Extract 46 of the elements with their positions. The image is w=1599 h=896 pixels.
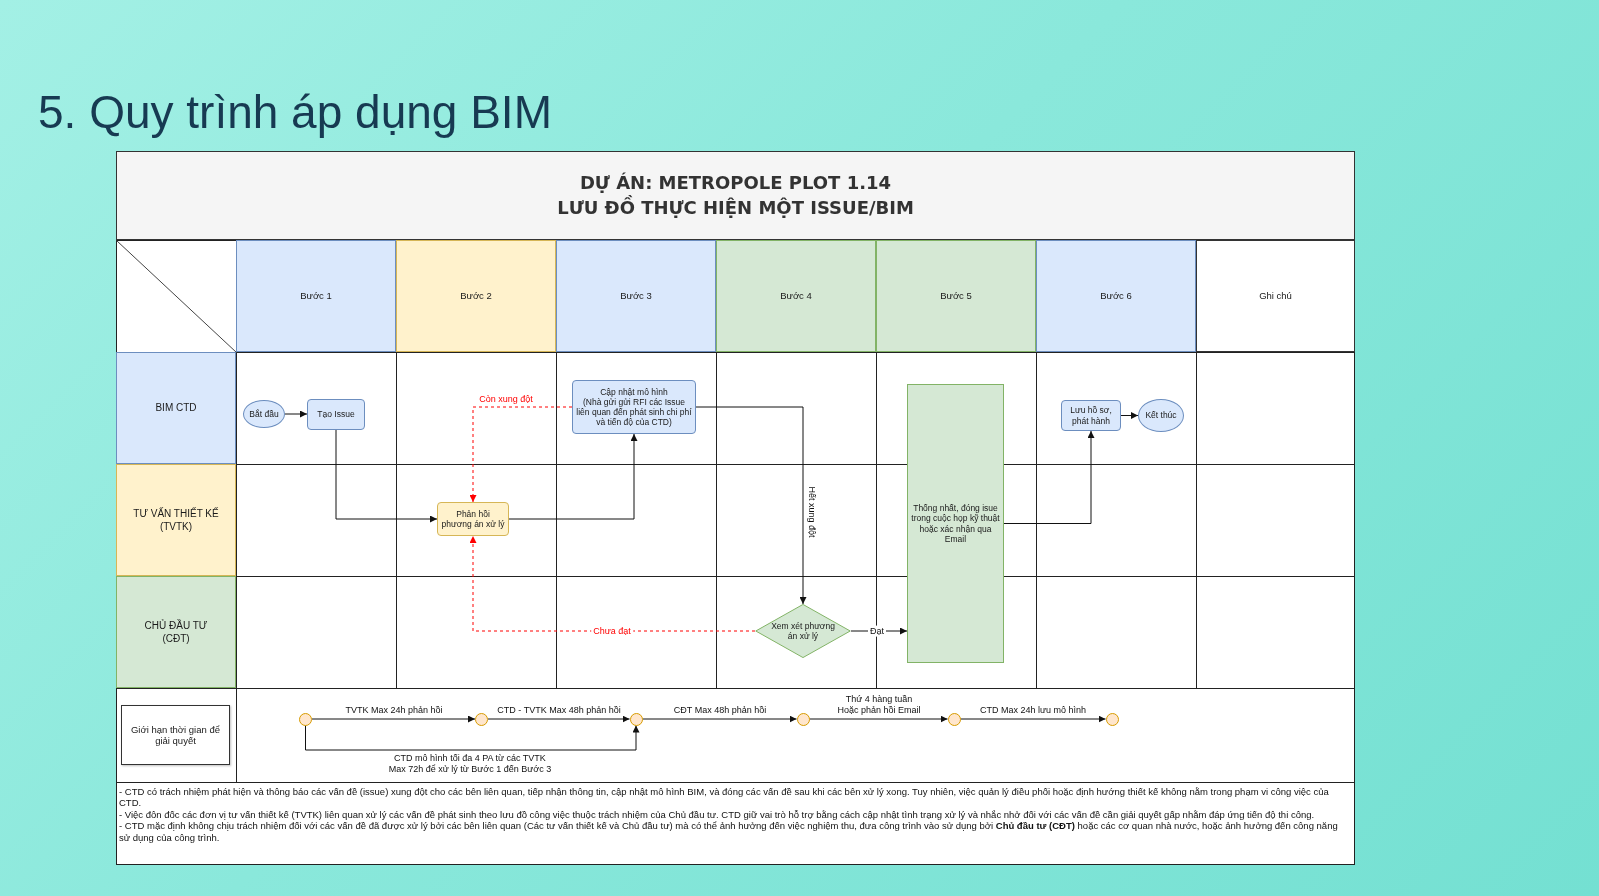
edge-label: TVTK Max 24h phản hồi: [343, 705, 445, 716]
column-header: Bước 4: [716, 240, 876, 352]
column-header: Ghi chú: [1196, 240, 1355, 352]
process-box: Tạo Issue: [307, 399, 365, 430]
arrow: [335, 429, 438, 523]
edge-label: CĐT Max 48h phản hồi: [671, 705, 769, 716]
edge-label: CTD mô hình tối đa 4 PA từ các TVTK Max 72h để xử lý từ Bước 1 đến Bước 3: [386, 753, 554, 775]
note-text: - CTD mặc định không chịu trách nhiệm đối với các vấn đề đã được xử lý bởi các bên liên quan (Các tư vấn thiết kế và Chủ đầu tư) mà có thể ảnh hưởng đến việc nghiệm thu, đưa công trình vào sử dụng bởi Chủ đầu tư (CĐT) hoặc các cơ quan nhà nước, hoặc ảnh hưởng đến công năng sử dụng của công trình.: [119, 820, 1339, 843]
process-box: Cập nhật mô hình (Nhà gửi gửi RFI các Issue liên quan đến phát sinh chi phí và tiến độ của CTD): [572, 380, 696, 434]
edge-label: CTD Max 24h lưu mô hình: [977, 705, 1089, 716]
process-box: Lưu hồ sơ, phát hành: [1061, 400, 1121, 431]
arrow: [642, 715, 797, 723]
lane-header: CHỦ ĐẦU TƯ (CĐT): [116, 576, 236, 688]
dashed-arrow: [469, 535, 756, 632]
arrow: [1120, 412, 1139, 419]
arrow: [960, 715, 1106, 723]
title-band: DỰ ÁN: METROPOLE PLOT 1.14 LƯU ĐỒ THỰC HIỆN MỘT ISSUE/BIM: [116, 151, 1355, 240]
column-header: Bước 5: [876, 240, 1036, 352]
column-header: Bước 2: [396, 240, 556, 352]
dashed-arrow: [469, 406, 573, 503]
lane-header: BIM CTD: [116, 352, 236, 464]
edge-label: Còn xung đột: [477, 393, 535, 405]
lane-header: TƯ VẤN THIẾT KẾ (TVTK): [116, 464, 236, 576]
arrow: [311, 715, 476, 723]
process-box: Phản hồi phương án xử lý: [437, 502, 509, 536]
note-text: - Việc đôn đốc các đơn vị tư vấn thiết kế (TVTK) liên quan xử lý các vấn đề phát sinh theo lưu đồ công việc thuộc trách nhiệm của Chủ đầu tư. CTD giữ vai trò hỗ trợ bằng cách cập nhật tình trạng xử lý và nhắc nhở đối với các vấn đề cần giải quyết gấp nhằm đáp ứng tiến độ thi công.: [119, 808, 1316, 821]
arrow: [305, 725, 640, 751]
decision-diamond: Xem xét phương án xử lý: [755, 604, 851, 658]
edge-label: Hết xung đột: [806, 484, 818, 540]
edge-label: Đạt: [868, 625, 886, 637]
column-header: Bước 1: [236, 240, 396, 352]
arrow: [487, 715, 630, 723]
arrow: [809, 715, 948, 723]
arrow: [695, 406, 807, 605]
arrow: [284, 410, 308, 418]
edge-label: CTD - TVTK Max 48h phản hồi: [495, 705, 623, 716]
arrow: [850, 627, 908, 635]
edge-label: Chưa đạt: [591, 625, 633, 637]
column-header: Bước 3: [556, 240, 716, 352]
page-title: 5. Quy trình áp dụng BIM: [38, 86, 552, 139]
arrow: [508, 433, 638, 520]
arrow: [1003, 430, 1095, 524]
note-text: - CTD có trách nhiệm phát hiện và thông báo các vấn đề (issue) xung đột cho các bên liên quan, tiếp nhận thông tin, cập nhật mô hình BIM, và đóng các vấn đề sau khi các bên xử lý xong. Tuy nhiên, việc quản lý điều phối hoặc định hướng thiết kế không nằm trong phạm vi công việc của CTD.: [119, 786, 1330, 809]
process-box: Thống nhất, đóng isue trong cuộc họp kỹ thuật hoặc xác nhận qua Email: [907, 384, 1004, 663]
time-limit-box: Giới hạn thời gian để giải quyết: [121, 705, 230, 765]
column-header: Bước 6: [1036, 240, 1196, 352]
